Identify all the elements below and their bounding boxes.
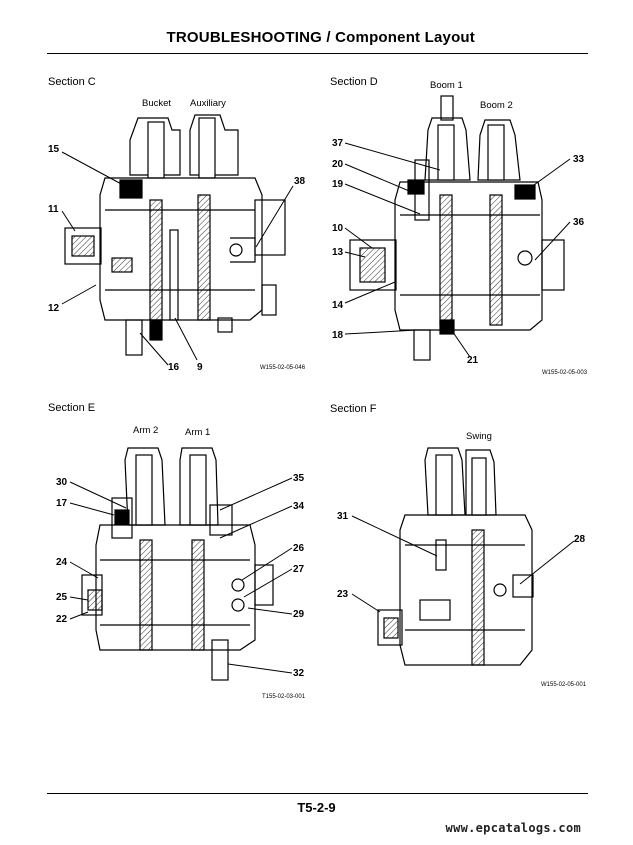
callout-31: 31	[337, 511, 349, 522]
callout-32: 32	[293, 668, 305, 679]
label-bucket: Bucket	[142, 98, 171, 109]
callout-33: 33	[573, 154, 585, 165]
valve-drawing-d	[349, 95, 565, 361]
section-c: Section C Bucket Auxiliary	[48, 76, 306, 373]
section-e-title: Section E	[48, 402, 95, 414]
watermark: www.epcatalogs.com	[445, 821, 581, 835]
callout-19: 19	[332, 179, 344, 190]
figure-code-d: W155-02-05-003	[542, 370, 588, 376]
callout-22: 22	[56, 614, 68, 625]
callout-28: 28	[574, 534, 586, 545]
valve-drawing-f	[377, 447, 534, 666]
label-arm-1: Arm 1	[185, 427, 210, 438]
callout-38: 38	[294, 176, 306, 187]
callout-34: 34	[293, 501, 305, 512]
callout-9: 9	[197, 362, 203, 373]
valve-drawing-e	[81, 447, 274, 681]
section-c-title: Section C	[48, 76, 96, 88]
callout-37: 37	[332, 138, 344, 149]
callout-11: 11	[48, 204, 59, 215]
callout-10: 10	[332, 223, 344, 234]
callout-18: 18	[332, 330, 344, 341]
callout-36: 36	[573, 217, 585, 228]
label-swing: Swing	[466, 431, 492, 442]
header-rule	[47, 53, 588, 54]
callout-23: 23	[337, 589, 349, 600]
section-d: Section D Boom 1 Boom 2	[330, 76, 588, 376]
section-d-title: Section D	[330, 76, 378, 88]
page-header-title: TROUBLESHOOTING / Component Layout	[166, 29, 475, 46]
callout-30: 30	[56, 477, 68, 488]
callout-24: 24	[56, 557, 68, 568]
figure-code-f: W155-02-05-001	[541, 682, 587, 688]
callout-29: 29	[293, 609, 305, 620]
figure-code-c: W155-02-05-046	[260, 365, 306, 371]
footer-rule	[47, 793, 588, 794]
leader-lines-c	[61, 151, 294, 366]
callout-25: 25	[56, 592, 68, 603]
callout-14: 14	[332, 300, 344, 311]
callout-15: 15	[48, 144, 60, 155]
figure-code-e: T155-02-03-001	[262, 694, 306, 700]
callout-12: 12	[48, 303, 60, 314]
section-f: Section F Swing 31 23 28 W155-02-05-001	[330, 403, 587, 688]
callout-13: 13	[332, 247, 344, 258]
section-f-title: Section F	[330, 403, 377, 415]
section-e: Section E Arm 2 Arm 1	[48, 402, 306, 700]
valve-drawing-c	[64, 114, 286, 356]
callout-16: 16	[168, 362, 180, 373]
callout-27: 27	[293, 564, 305, 575]
leader-lines-d	[344, 142, 571, 358]
leader-lines-f	[351, 515, 575, 613]
label-auxiliary: Auxiliary	[190, 98, 226, 109]
label-boom-1: Boom 1	[430, 80, 463, 91]
callout-21: 21	[467, 355, 479, 366]
label-arm-2: Arm 2	[133, 425, 158, 436]
page-number: T5-2-9	[297, 800, 336, 815]
callout-17: 17	[56, 498, 68, 509]
callout-26: 26	[293, 543, 305, 554]
callout-20: 20	[332, 159, 344, 170]
leader-lines-e	[69, 477, 293, 674]
callout-35: 35	[293, 473, 305, 484]
label-boom-2: Boom 2	[480, 100, 513, 111]
